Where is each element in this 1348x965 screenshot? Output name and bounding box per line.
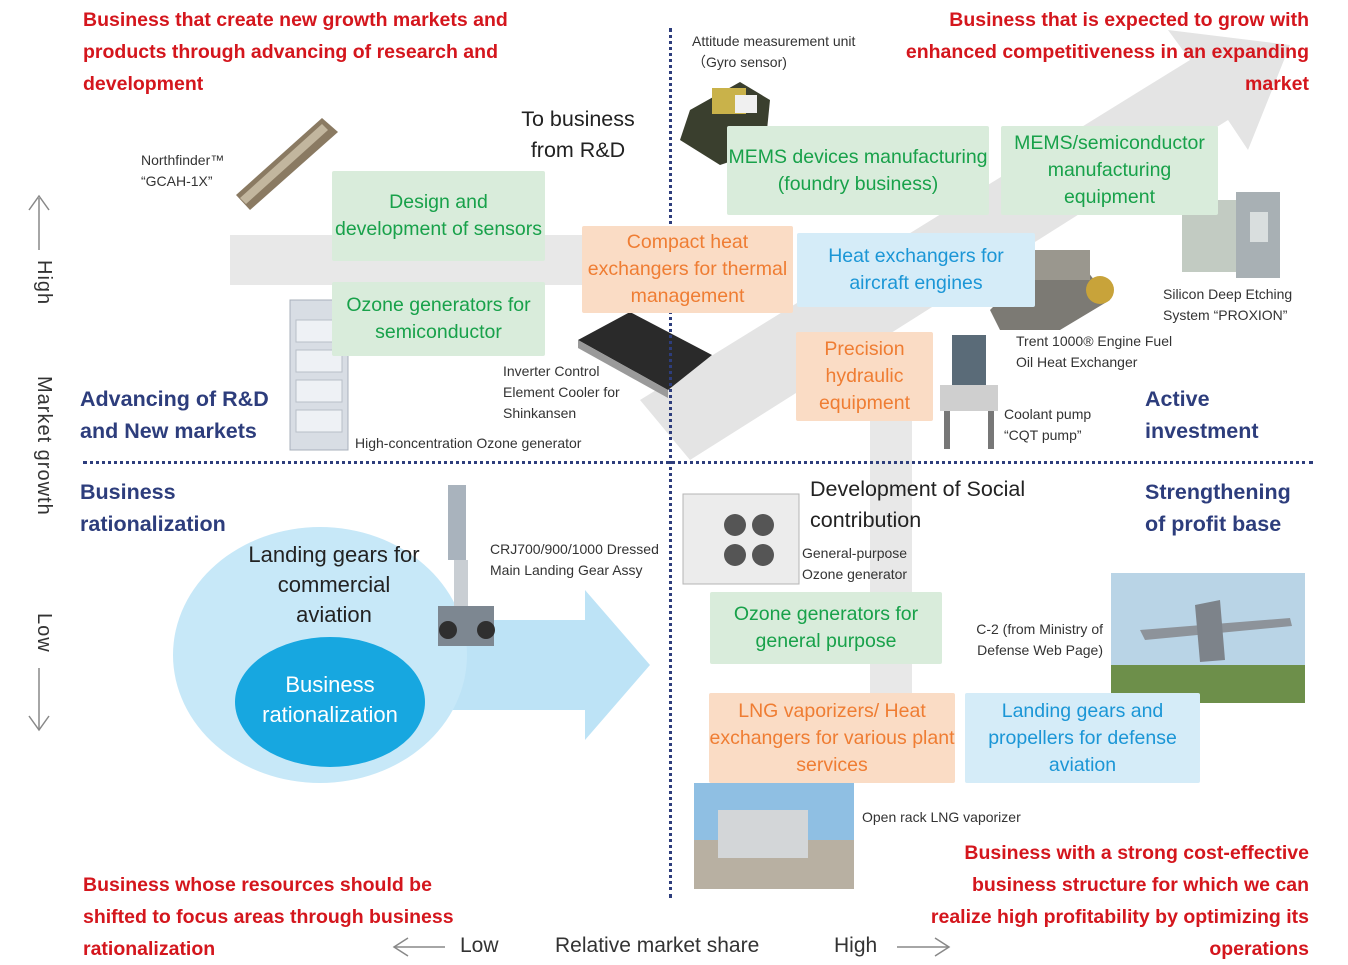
caption-inverter: Inverter Control Element Cooler for Shin… [503,363,620,421]
x-axis-title: Relative market share [555,934,760,957]
caption-crj: CRJ700/900/1000 Dressed Main Landing Gea… [490,541,659,578]
caption-trent: Trent 1000® Engine Fuel Oil Heat Exchang… [1016,333,1173,370]
y-axis-title: Market growth [33,376,55,516]
title-bottom-right: Business with a strong cost-effective bu… [930,842,1309,960]
box-mems-devices: MEMS devices manufacturing (foundry busi… [727,126,989,215]
y-axis-high: High [33,260,55,306]
trent-heat-exchanger-image [990,250,1114,330]
rationalization-core-label: Business rationalization [262,672,398,727]
x-axis-high: High [834,934,878,957]
inverter-cooler-image [578,312,712,398]
box-mems-equipment: MEMS/semiconductor manufacturing equipme… [1001,126,1218,215]
horizontal-divider [83,461,1313,464]
caption-cqt: Coolant pump “CQT pump” [1004,406,1092,443]
northfinder-image [236,118,338,210]
box-landing-defense: Landing gears and propellers for defense… [965,693,1200,783]
caption-c2: C-2 (from Ministry of Defense Web Page) [976,621,1103,658]
arrow-label-social: Development of Social contribution [810,477,1026,532]
arrow-label-rd: To business from R&D [521,107,635,162]
box-design-sensors: Design and development of sensors [332,171,545,261]
caption-lng-rack: Open rack LNG vaporizer [862,809,1021,825]
box-lng-vaporizers: LNG vaporizers/ Heat exchangers for vari… [709,693,955,783]
lng-vaporizer-image [694,783,854,889]
box-compact-heat-exchangers: Compact heat exchangers for thermal mana… [582,226,793,313]
cqt-pump-image [940,335,998,449]
title-top-left: Business that create new growth markets … [83,9,508,95]
landing-commercial-label: Landing gears for commercial aviation [248,542,420,627]
label-top-right: Active investment [1145,387,1259,443]
title-top-right: Business that is expected to grow with e… [905,9,1309,95]
label-top-left: Advancing of R&D and New markets [80,387,269,443]
title-bottom-left: Business whose resources should be shift… [83,874,454,960]
box-precision-hydraulic: Precision hydraulic equipment [796,332,933,421]
y-axis: High Market growth Low [23,190,55,735]
caption-gyro: Attitude measurement unit （Gyro sensor) [692,33,856,70]
social-band [870,400,912,730]
caption-ozone-hc: High-concentration Ozone generator [355,435,582,451]
box-heat-aircraft: Heat exchangers for aircraft engines [797,233,1035,307]
caption-ozone-gp: General-purpose Ozone generator [802,545,908,582]
caption-proxion: Silicon Deep Etching System “PROXION” [1163,286,1293,323]
y-axis-low: Low [33,613,55,653]
x-axis-low: Low [460,934,499,957]
box-ozone-semiconductor: Ozone generators for semiconductor [332,282,545,356]
box-ozone-general: Ozone generators for general purpose [710,592,942,664]
landing-gear-image [438,485,495,646]
ozone-gp-image [682,493,800,585]
c2-aircraft-image [1111,573,1305,703]
label-bottom-right: Strengthening of profit base [1145,480,1291,536]
caption-northfinder: Northfinder™ “GCAH-1X” [141,152,225,189]
inner-ellipse [235,637,425,767]
label-bottom-left: Business rationalization [80,480,226,536]
